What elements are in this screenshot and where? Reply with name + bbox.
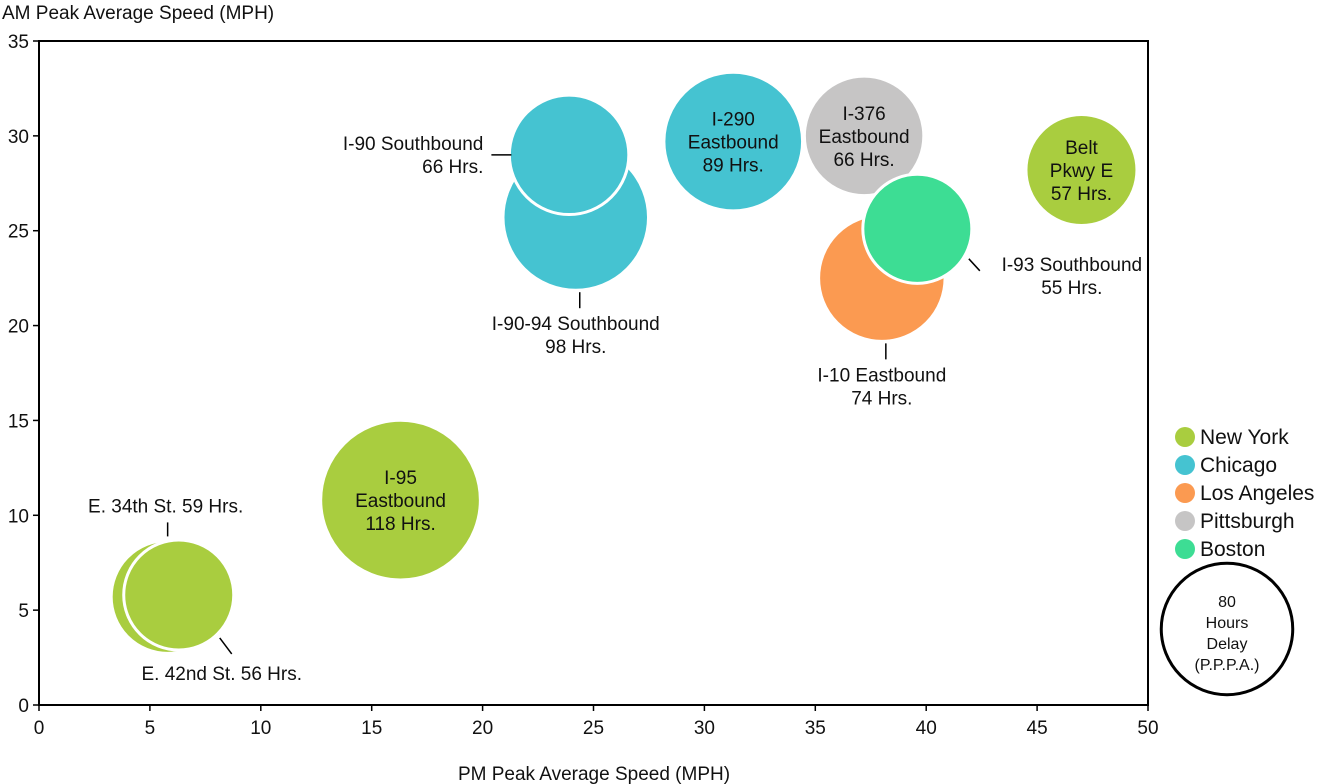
legend-label: Pittsburgh [1200, 510, 1295, 533]
size-key-label: 80 [1218, 594, 1236, 611]
data-bubble [802, 74, 926, 198]
data-bubble [662, 70, 805, 213]
y-tick-label: 20 [8, 317, 29, 338]
size-key-label: Hours [1206, 615, 1249, 632]
bubble-label: 118 Hrs. [365, 514, 435, 535]
legend-label: Boston [1200, 538, 1265, 561]
x-tick-label: 40 [916, 718, 937, 739]
data-bubble [861, 172, 974, 285]
bubble-label: 55 Hrs. [1041, 278, 1102, 299]
x-tick-label: 0 [34, 718, 45, 739]
bubble-label: 66 Hrs. [833, 150, 894, 171]
bubble-label: Eastbound [355, 491, 446, 512]
data-bubble [507, 93, 631, 217]
x-axis-label: PM Peak Average Speed (MPH) [458, 764, 730, 784]
bubble-label: 98 Hrs. [545, 337, 606, 358]
x-tick-label: 35 [805, 718, 826, 739]
legend-swatch [1175, 511, 1195, 531]
y-tick-label: 0 [18, 696, 29, 717]
bubble-label: E. 42nd St. 56 Hrs. [141, 664, 302, 685]
y-axis-label: AM Peak Average Speed (MPH) [2, 3, 274, 24]
x-tick-label: 20 [472, 718, 493, 739]
y-tick-label: 5 [18, 601, 29, 622]
bubble-label: Pkwy E [1050, 161, 1113, 182]
legend-label: New York [1200, 426, 1289, 449]
bubble-label: I-10 Eastbound [817, 365, 946, 386]
legend-label: Los Angeles [1200, 482, 1314, 505]
x-tick-label: 45 [1027, 718, 1048, 739]
label-leader-line [968, 258, 981, 272]
data-bubble [1024, 113, 1139, 227]
bubble-label: 74 Hrs. [851, 388, 912, 409]
size-key-label: (P.P.P.A.) [1195, 657, 1260, 674]
bubble-label: I-90 Southbound [343, 134, 484, 155]
x-tick-label: 15 [361, 718, 382, 739]
legend-swatch [1175, 427, 1195, 447]
bubble-label: I-93 Southbound [1002, 255, 1143, 276]
size-key-circle [1159, 561, 1295, 697]
bubble-label: I-95 [384, 468, 417, 489]
y-tick-label: 35 [8, 32, 29, 53]
bubble-label: 89 Hrs. [703, 156, 764, 177]
x-tick-label: 30 [694, 718, 715, 739]
bubble-label: 66 Hrs. [422, 157, 483, 178]
y-tick-label: 10 [8, 506, 29, 527]
x-tick-label: 50 [1137, 718, 1158, 739]
bubble-label: I-376 [842, 104, 885, 125]
bubble-label: Eastbound [819, 127, 910, 148]
x-tick-label: 10 [250, 718, 271, 739]
legend-swatch [1175, 455, 1195, 475]
x-tick-label: 25 [583, 718, 604, 739]
legend-swatch [1175, 539, 1195, 559]
data-bubble [122, 538, 236, 652]
legend-swatch [1175, 483, 1195, 503]
y-tick-label: 15 [8, 411, 29, 432]
bubble-label: Eastbound [688, 133, 779, 154]
x-tick-label: 5 [145, 718, 156, 739]
bubble-label: 57 Hrs. [1051, 184, 1112, 205]
bubble-label: I-90-94 Southbound [492, 314, 660, 335]
bubble-label: I-290 [712, 110, 755, 131]
label-leader-line [219, 637, 233, 655]
size-key-label: Delay [1207, 636, 1248, 653]
y-tick-label: 25 [8, 222, 29, 243]
bubble-label: E. 34th St. 59 Hrs. [88, 496, 243, 517]
legend-label: Chicago [1200, 454, 1277, 477]
bubble-label: Belt [1065, 138, 1098, 159]
y-tick-label: 30 [8, 127, 29, 148]
data-bubble [319, 418, 482, 582]
